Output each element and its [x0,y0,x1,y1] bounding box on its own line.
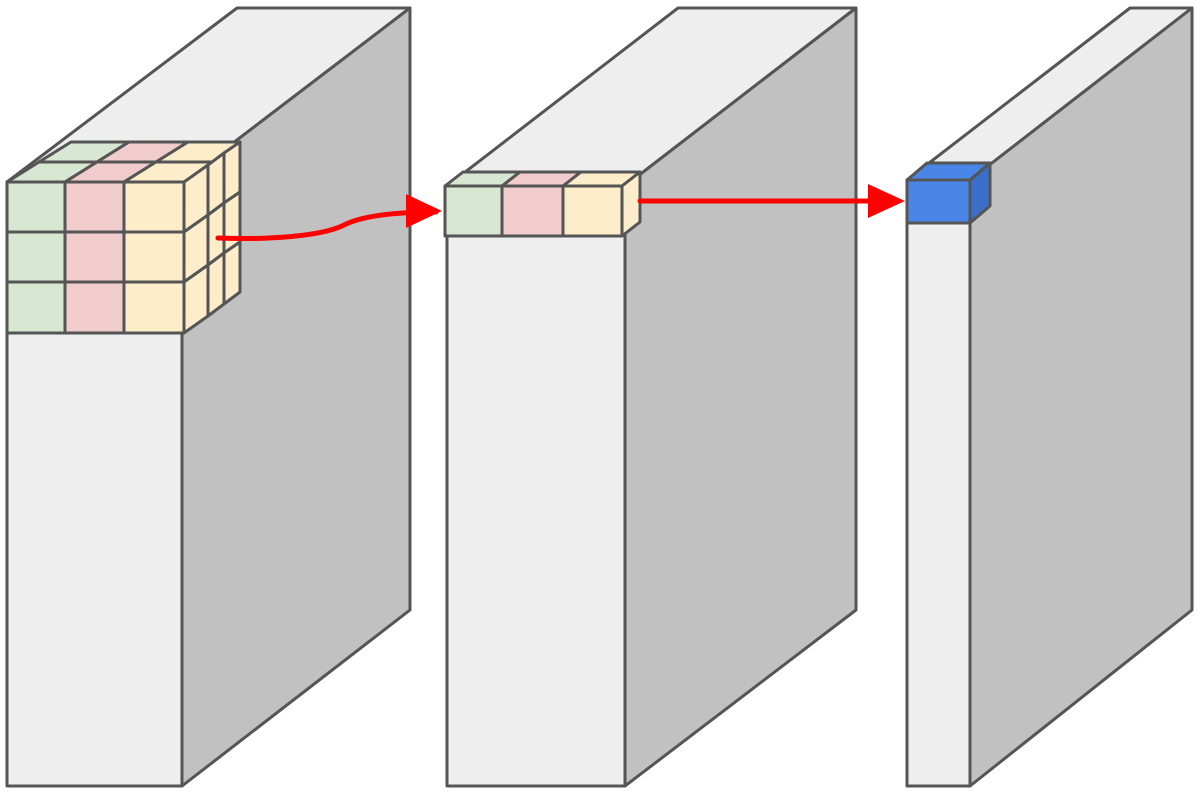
kernel-front-cell [5,230,67,284]
input-volume-block [5,6,412,788]
pointwise-arrowhead [868,184,905,218]
pointwise-output-block [905,6,1194,788]
pointwise-output-cell [905,161,992,225]
depthwise-output-block [445,6,858,788]
output-cell-front [905,178,972,225]
kernel-front-cell [5,180,67,234]
kernel-front-cell [5,280,67,335]
depthwise-arrowhead [406,194,442,228]
depthwise-front-cell [500,184,565,238]
kernel-front-cell [122,280,186,335]
depthwise-conv-arrow [215,209,439,241]
kernel-front-cell [122,180,186,234]
kernel-side-cell [206,251,226,318]
pointwise-output-front-face [905,178,972,788]
depthwise-kernel-slab [443,170,642,238]
input-kernel-cube [5,140,242,335]
kernel-front-cell [63,180,126,234]
depthwise-output-front-face [445,184,627,788]
kernel-side-cell [222,240,242,306]
depthwise-front-cell [443,184,504,238]
kernel-front-cell [63,280,126,335]
depthwise-front-cell [561,184,624,238]
kernel-front-cell [122,230,186,284]
kernel-front-cell [63,230,126,284]
